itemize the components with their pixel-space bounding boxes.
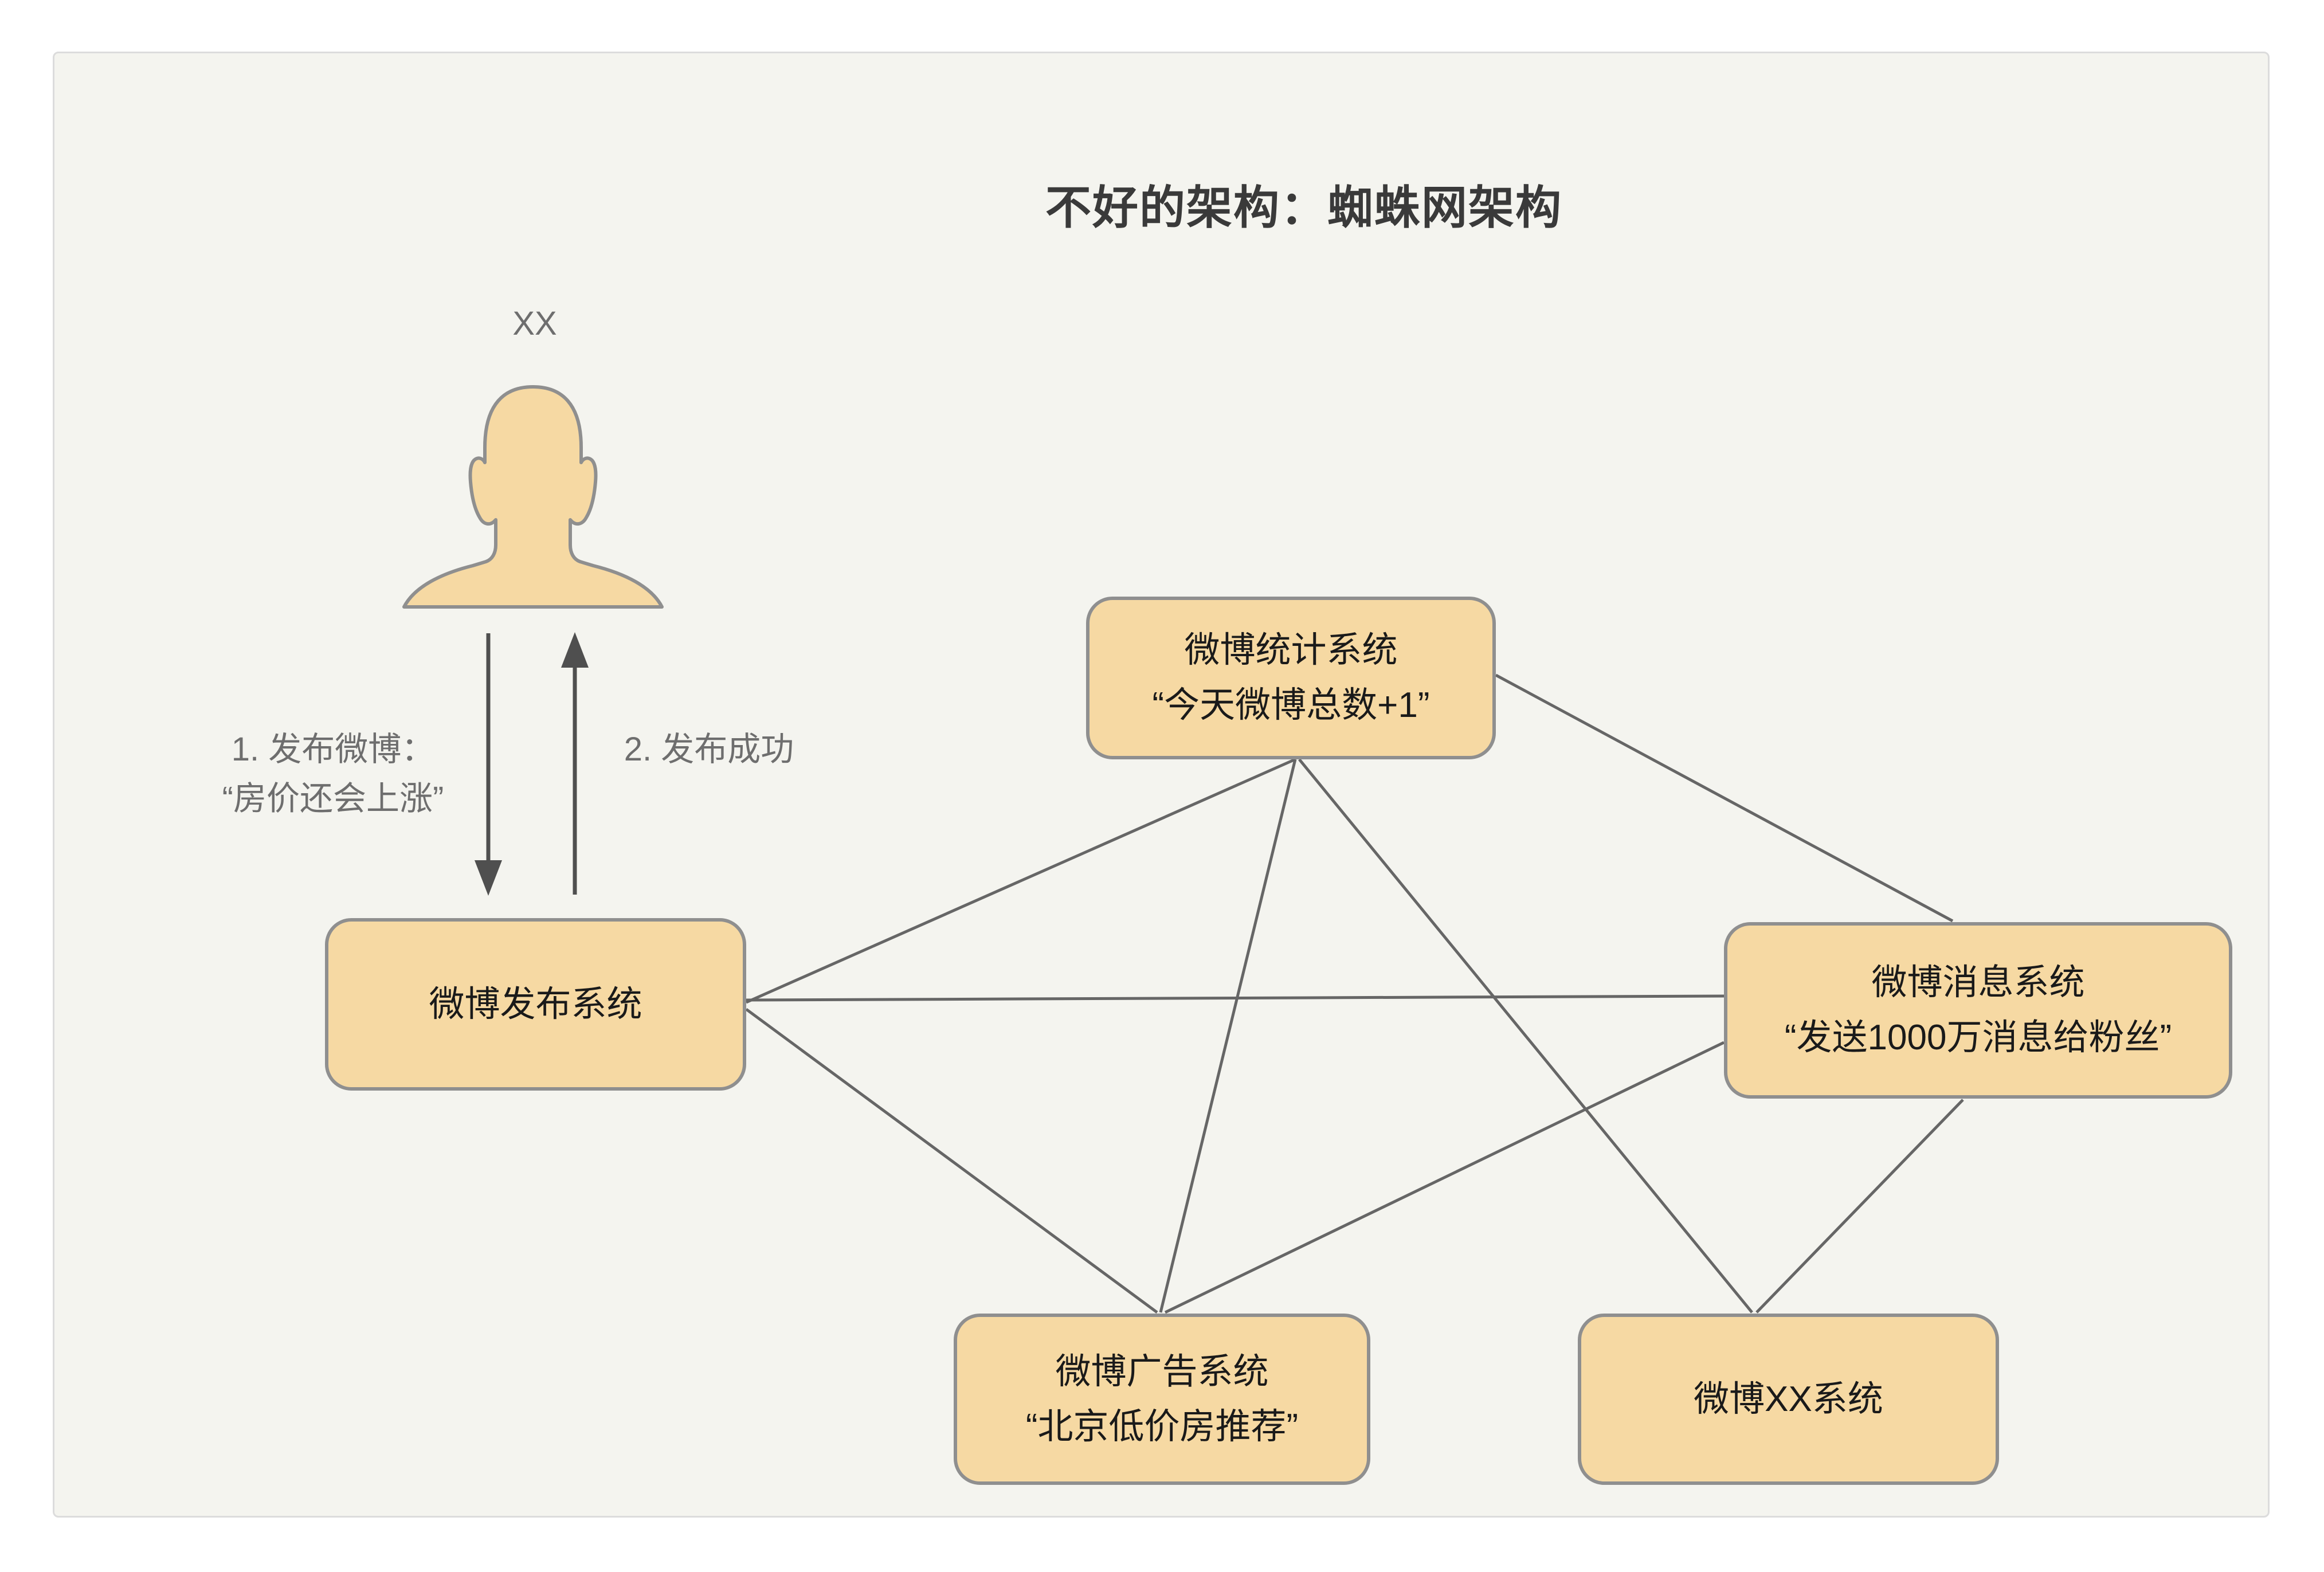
edge-publish-message: [746, 994, 1725, 1002]
publish-arrow-label-line1: 1. 发布微博：: [231, 731, 435, 768]
publish-request-arrow: [475, 633, 502, 896]
node-subtitle: “今天微博总数+1”: [1152, 685, 1430, 725]
edge-publish-stats: [745, 758, 1296, 1004]
node-title: 微博XX系统: [1694, 1379, 1883, 1419]
publish-arrow-label-line2: “房价还会上涨”: [222, 780, 444, 817]
edge-message-xx: [1755, 1099, 1964, 1314]
node-title: 微博统计系统: [1184, 630, 1398, 670]
edge-message-ads: [1164, 1041, 1725, 1314]
edge-stats-message: [1495, 673, 1954, 923]
edge-stats-ads: [1159, 759, 1297, 1313]
edge-publish-ads: [745, 1008, 1158, 1314]
actor-label: XX: [512, 305, 557, 342]
edge-stats-xx: [1298, 758, 1753, 1314]
user-avatar-icon: [402, 385, 664, 609]
diagram-title: 不好的架构：蜘蛛网架构: [1045, 182, 1562, 233]
node-title: 微博消息系统: [1871, 963, 2085, 1002]
node-subtitle: “发送1000万消息给粉丝”: [1784, 1018, 2172, 1057]
node-weibo-publish-system: 微博发布系统: [325, 918, 746, 1091]
node-weibo-ads-system: 微博广告系统 “北京低价房推荐”: [954, 1314, 1370, 1485]
publish-arrow-label: 1. 发布微博： “房价还会上涨”: [222, 725, 444, 824]
node-title: 微博发布系统: [429, 984, 642, 1024]
diagram-canvas: 不好的架构：蜘蛛网架构 XX 1. 发布微博： “房价还会上涨” 2. 发布成功…: [53, 52, 2270, 1518]
publish-response-arrow: [561, 632, 589, 895]
node-title: 微博广告系统: [1055, 1351, 1269, 1391]
node-weibo-xx-system: 微博XX系统: [1578, 1314, 1999, 1485]
node-weibo-stats-system: 微博统计系统 “今天微博总数+1”: [1086, 597, 1496, 759]
success-arrow-label: 2. 发布成功: [624, 731, 794, 768]
node-weibo-message-system: 微博消息系统 “发送1000万消息给粉丝”: [1724, 922, 2232, 1099]
node-subtitle: “北京低价房推荐”: [1025, 1406, 1299, 1446]
